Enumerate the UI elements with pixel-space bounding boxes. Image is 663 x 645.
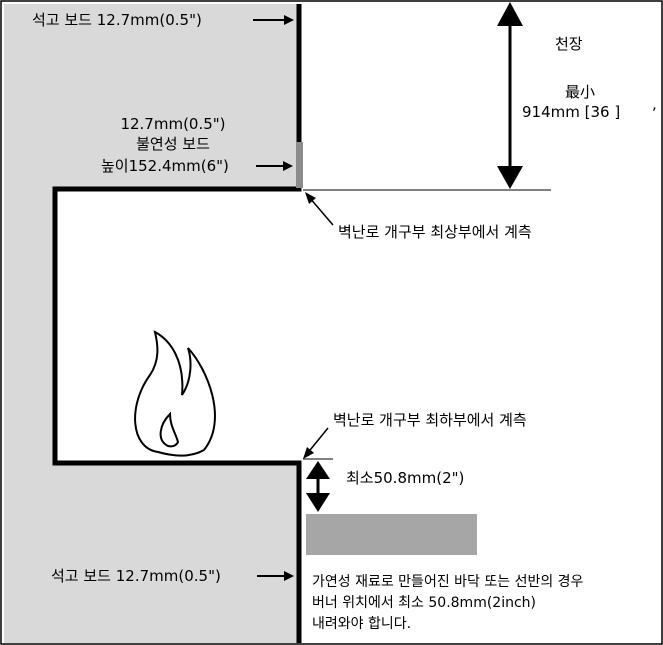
noncombustible-label-line1: 12.7mm(0.5") [120,115,226,133]
gypsum-board-bottom-label: 석고 보드 12.7mm(0.5") [51,567,221,585]
noncombustible-label-line3: 높이152.4mm(6") [101,157,229,175]
flame-icon [134,330,216,457]
noncombustible-board-strip [296,142,303,188]
ceiling-label: 천장 [555,35,583,53]
shelf [306,514,477,555]
min-2in-arrow-down [306,493,330,512]
leader-measure-top [308,196,334,226]
wall-area [4,4,300,643]
min-2in-label: 최소50.8mm(2") [346,469,465,487]
note-line2: 버너 위치에서 최소 50.8mm(2inch) [312,595,537,611]
noncombustible-label-line2: 불연성 보드 [136,135,210,153]
min-value-label: 914mm [36 ] [522,103,621,121]
note-line3: 내려와야 합니다. [312,616,412,632]
fireplace-opening [56,191,298,461]
clearance-arrow-down [497,166,523,189]
measure-top-label: 벽난로 개구부 최상부에서 계측 [338,223,532,241]
min-2in-arrow-up [306,461,330,479]
flame-inner-icon [159,411,180,448]
stray-comma: , [652,95,657,113]
clearance-arrow-up [497,2,523,26]
gypsum-board-top-label: 석고 보드 12.7mm(0.5") [32,11,202,29]
note-line1: 가연성 재료로 만들어진 바닥 또는 선반의 경우 [312,574,584,590]
min-label: 最小 [564,83,595,101]
measure-bottom-label: 벽난로 개구부 최하부에서 계측 [333,411,527,429]
